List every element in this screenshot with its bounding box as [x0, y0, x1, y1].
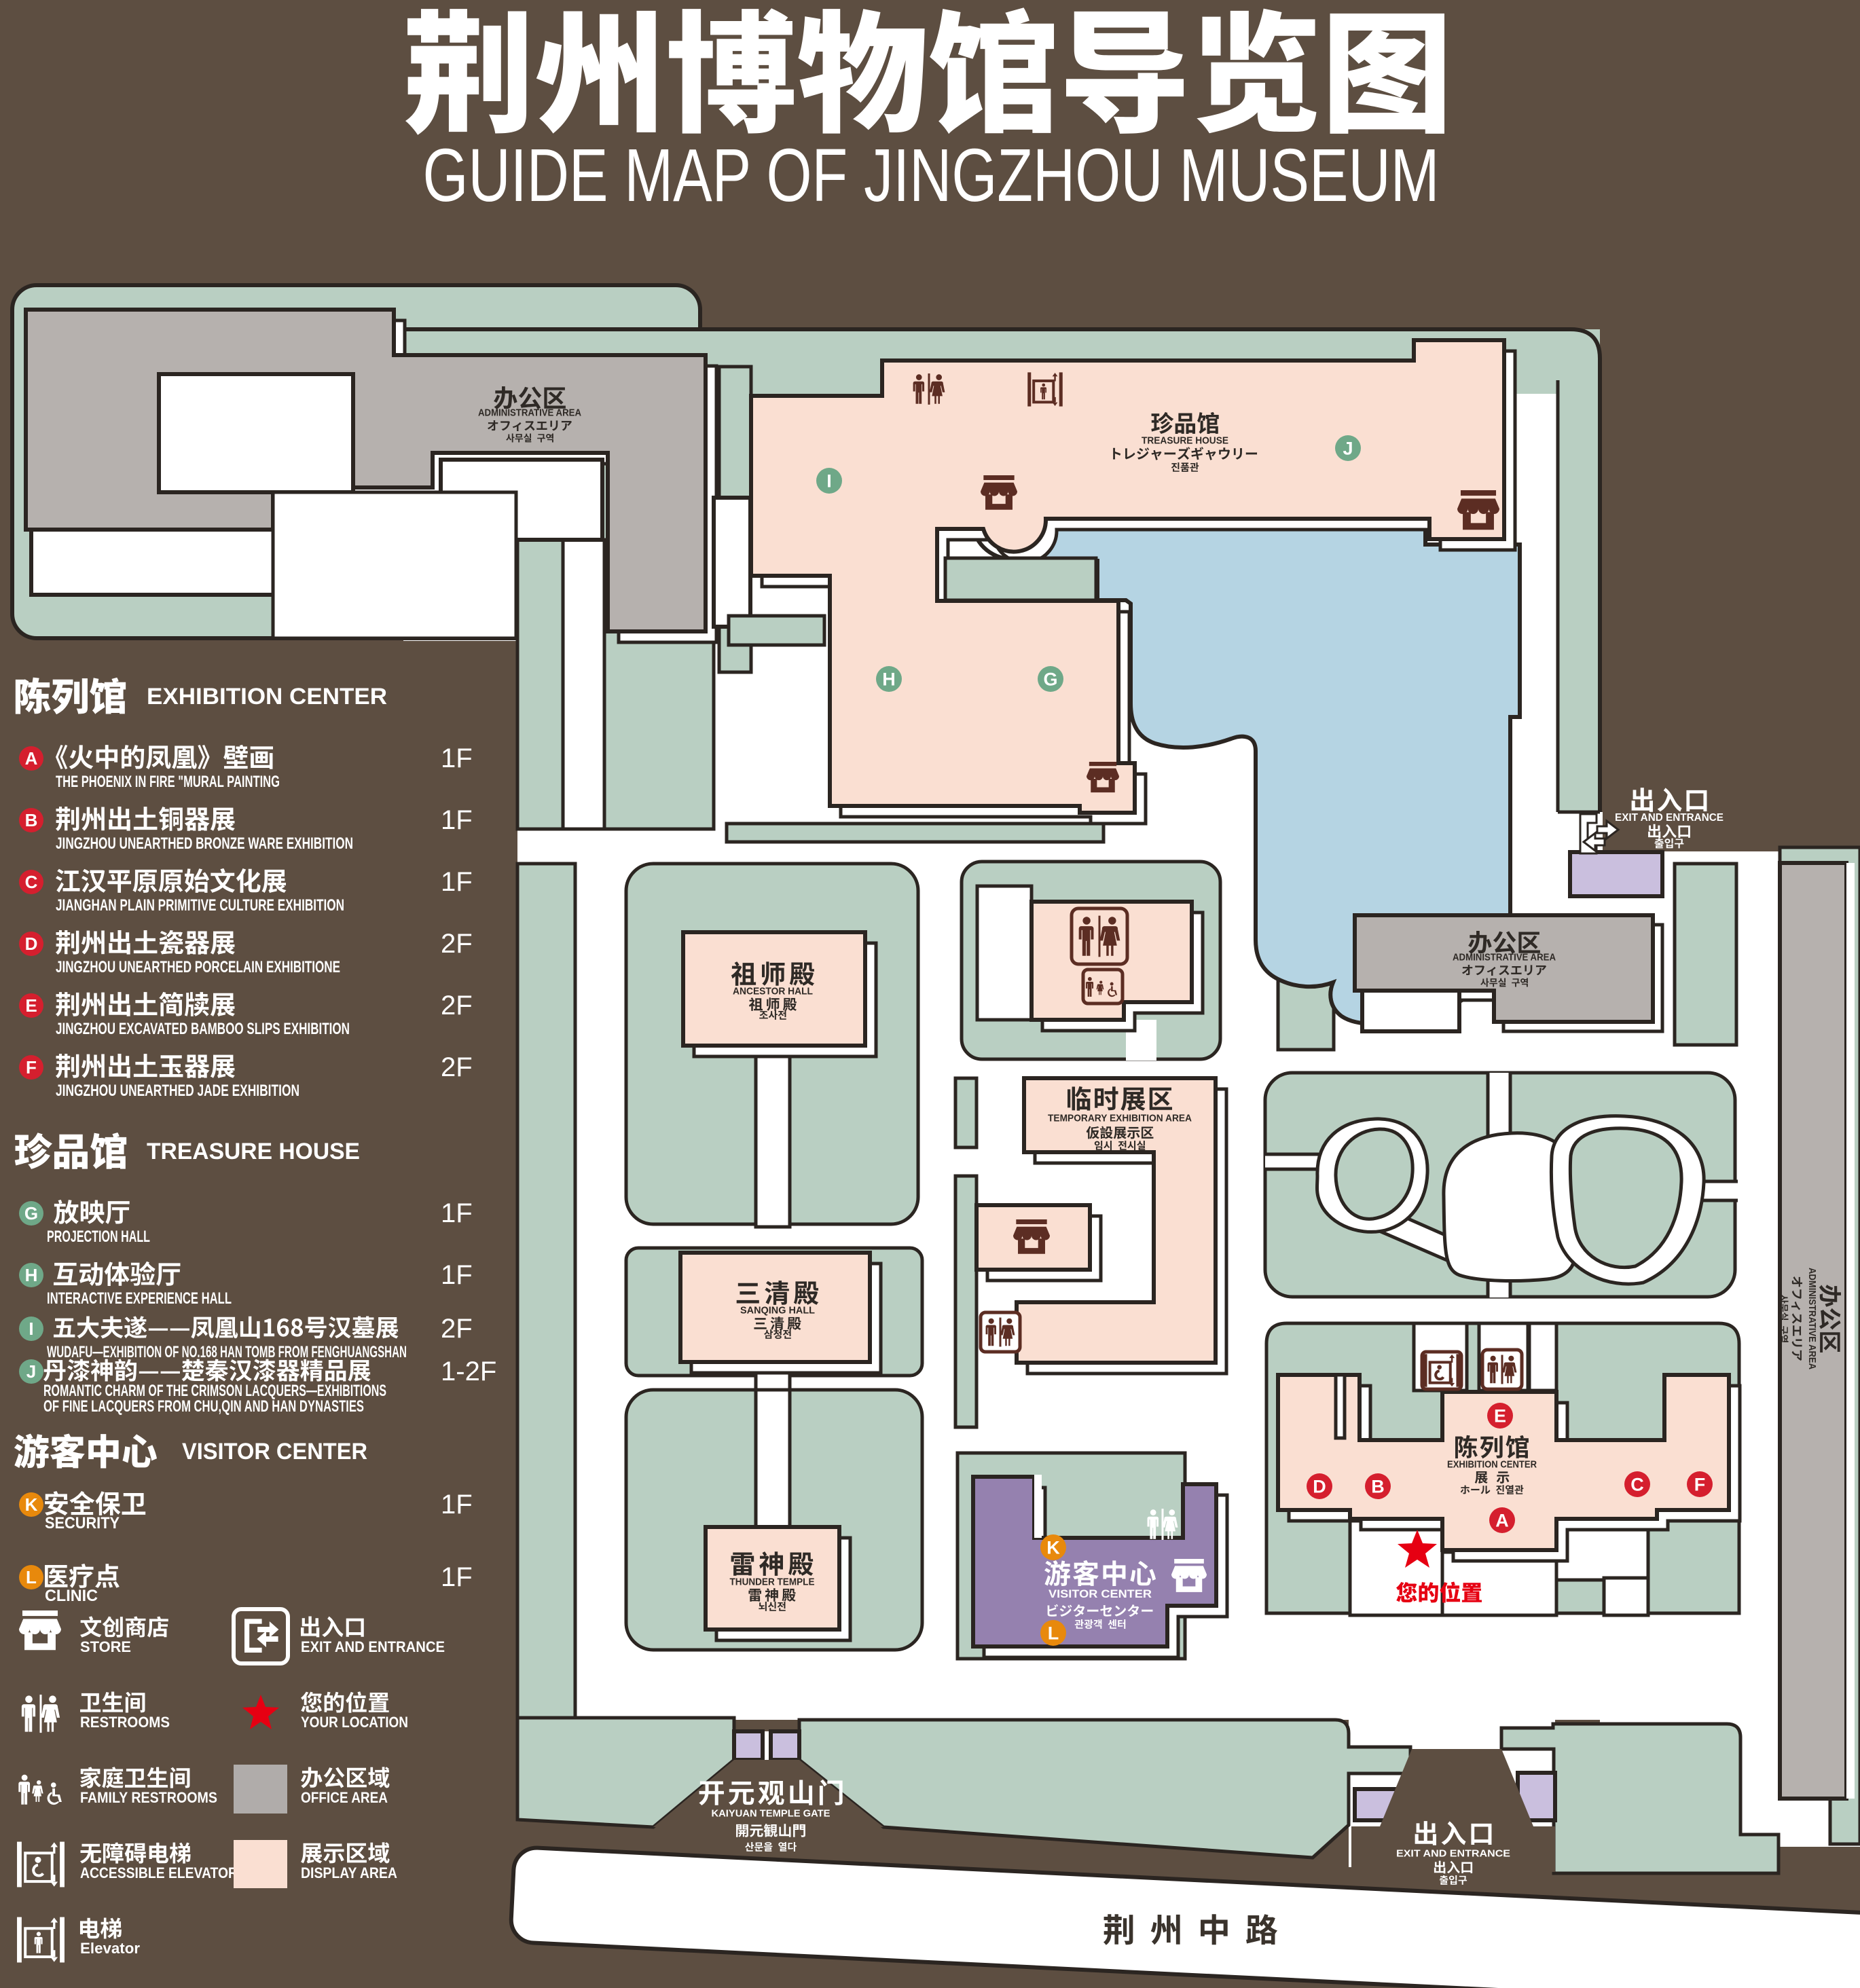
svg-text:OFFICE AREA: OFFICE AREA — [301, 1789, 388, 1806]
svg-text:FAMILY RESTROOMS: FAMILY RESTROOMS — [80, 1789, 217, 1806]
svg-text:D: D — [1313, 1476, 1326, 1496]
svg-text:2F: 2F — [441, 1052, 473, 1082]
svg-text:TEMPORARY EXHIBITION AREA: TEMPORARY EXHIBITION AREA — [1048, 1112, 1192, 1124]
svg-text:2F: 2F — [441, 929, 473, 959]
svg-text:THUNDER TEMPLE: THUNDER TEMPLE — [730, 1576, 815, 1587]
svg-text:A: A — [1495, 1510, 1509, 1530]
svg-text:ADMINISTRATIVE AREA: ADMINISTRATIVE AREA — [1806, 1268, 1818, 1369]
svg-text:ADMINISTRATIVE AREA: ADMINISTRATIVE AREA — [1453, 951, 1556, 963]
svg-text:I: I — [826, 471, 832, 491]
svg-text:INTERACTIVE EXPERIENCE HALL: INTERACTIVE EXPERIENCE HALL — [47, 1289, 232, 1308]
svg-text:J: J — [1343, 438, 1353, 458]
svg-text:B: B — [25, 810, 38, 830]
svg-text:TREASURE HOUSE: TREASURE HOUSE — [1142, 435, 1228, 446]
svg-text:SANQING HALL: SANQING HALL — [740, 1304, 815, 1316]
svg-text:GUIDE MAP OF JINGZHOU MUSEUM: GUIDE MAP OF JINGZHOU MUSEUM — [423, 134, 1440, 217]
svg-text:STORE: STORE — [80, 1638, 131, 1655]
svg-text:J: J — [26, 1361, 36, 1382]
svg-text:ROMANTIC CHARM OF THE CRIMSON: ROMANTIC CHARM OF THE CRIMSON LACQUERS—E… — [43, 1382, 386, 1400]
svg-text:1F: 1F — [441, 743, 473, 773]
svg-text:JINGZHOU UNEARTHED JADE EXHIBI: JINGZHOU UNEARTHED JADE EXHIBITION — [56, 1082, 299, 1100]
svg-text:G: G — [1043, 669, 1057, 689]
svg-text:B: B — [1371, 1476, 1385, 1496]
svg-text:EXIT AND ENTRANCE: EXIT AND ENTRANCE — [1615, 812, 1724, 824]
svg-text:K: K — [1046, 1537, 1060, 1558]
svg-text:ADMINISTRATIVE AREA: ADMINISTRATIVE AREA — [478, 407, 581, 418]
svg-text:Elevator: Elevator — [80, 1940, 140, 1957]
svg-text:PROJECTION HALL: PROJECTION HALL — [47, 1228, 150, 1246]
svg-text:1F: 1F — [441, 1198, 473, 1228]
svg-text:JINGZHOU EXCAVATED BAMBOO SLIP: JINGZHOU EXCAVATED BAMBOO SLIPS EXHIBITI… — [56, 1020, 350, 1038]
svg-text:JINGZHOU UNEARTHED BRONZE WARE: JINGZHOU UNEARTHED BRONZE WARE EXHIBITIO… — [56, 834, 353, 853]
svg-text:H: H — [882, 669, 896, 689]
svg-text:2F: 2F — [441, 991, 473, 1020]
svg-text:VISITOR CENTER: VISITOR CENTER — [1048, 1587, 1152, 1600]
svg-text:L: L — [1048, 1623, 1059, 1643]
svg-text:E: E — [1494, 1405, 1506, 1426]
svg-text:SECURITY: SECURITY — [45, 1514, 120, 1532]
svg-text:1F: 1F — [441, 1260, 473, 1290]
svg-text:L: L — [26, 1567, 37, 1587]
svg-text:F: F — [26, 1057, 37, 1078]
svg-text:K: K — [25, 1494, 38, 1515]
svg-text:A: A — [25, 748, 38, 769]
svg-text:1F: 1F — [441, 1490, 473, 1520]
svg-text:G: G — [24, 1203, 38, 1223]
svg-text:ANCESTOR HALL: ANCESTOR HALL — [733, 985, 813, 997]
svg-text:TREASURE HOUSE: TREASURE HOUSE — [147, 1139, 360, 1164]
svg-text:I: I — [29, 1319, 33, 1339]
svg-text:EXIT AND ENTRANCE: EXIT AND ENTRANCE — [301, 1638, 445, 1655]
svg-text:EXHIBITION CENTER: EXHIBITION CENTER — [147, 684, 387, 710]
svg-text:H: H — [25, 1265, 38, 1285]
svg-text:1F: 1F — [441, 805, 473, 835]
svg-text:F: F — [1694, 1474, 1706, 1494]
svg-text:JIANGHAN PLAIN PRIMITIVE CULTU: JIANGHAN PLAIN PRIMITIVE CULTURE EXHIBIT… — [56, 896, 344, 915]
svg-text:JINGZHOU UNEARTHED PORCELAIN E: JINGZHOU UNEARTHED PORCELAIN EXHIBITIONE — [56, 958, 340, 976]
svg-text:C: C — [1630, 1474, 1644, 1494]
svg-text:EXIT AND ENTRANCE: EXIT AND ENTRANCE — [1396, 1847, 1510, 1859]
svg-text:DISPLAY AREA: DISPLAY AREA — [301, 1864, 397, 1881]
svg-text:EXHIBITION CENTER: EXHIBITION CENTER — [1447, 1458, 1537, 1470]
svg-text:VISITOR CENTER: VISITOR CENTER — [182, 1439, 367, 1465]
svg-text:1F: 1F — [441, 867, 473, 897]
svg-text:THE PHOENIX IN FIRE "MURAL PAI: THE PHOENIX IN FIRE "MURAL PAINTING — [56, 773, 280, 791]
svg-text:1-2F: 1-2F — [441, 1357, 496, 1386]
svg-text:ACCESSIBLE ELEVATOR: ACCESSIBLE ELEVATOR — [80, 1864, 238, 1881]
svg-text:KAIYUAN TEMPLE GATE: KAIYUAN TEMPLE GATE — [712, 1807, 831, 1819]
svg-text:2F: 2F — [441, 1314, 473, 1344]
svg-text:WUDAFU—EXHIBITION OF NO.168 HA: WUDAFU—EXHIBITION OF NO.168 HAN TOMB FRO… — [47, 1343, 407, 1361]
svg-text:E: E — [25, 995, 37, 1016]
svg-text:OF FINE LACQUERS FROM CHU,QIN: OF FINE LACQUERS FROM CHU,QIN AND HAN DY… — [43, 1397, 364, 1416]
svg-text:CLINIC: CLINIC — [45, 1587, 98, 1605]
svg-text:C: C — [25, 872, 38, 892]
svg-text:RESTROOMS: RESTROOMS — [80, 1714, 170, 1731]
svg-text:D: D — [25, 934, 38, 954]
svg-text:YOUR LOCATION: YOUR LOCATION — [301, 1714, 408, 1731]
svg-text:1F: 1F — [441, 1562, 473, 1592]
